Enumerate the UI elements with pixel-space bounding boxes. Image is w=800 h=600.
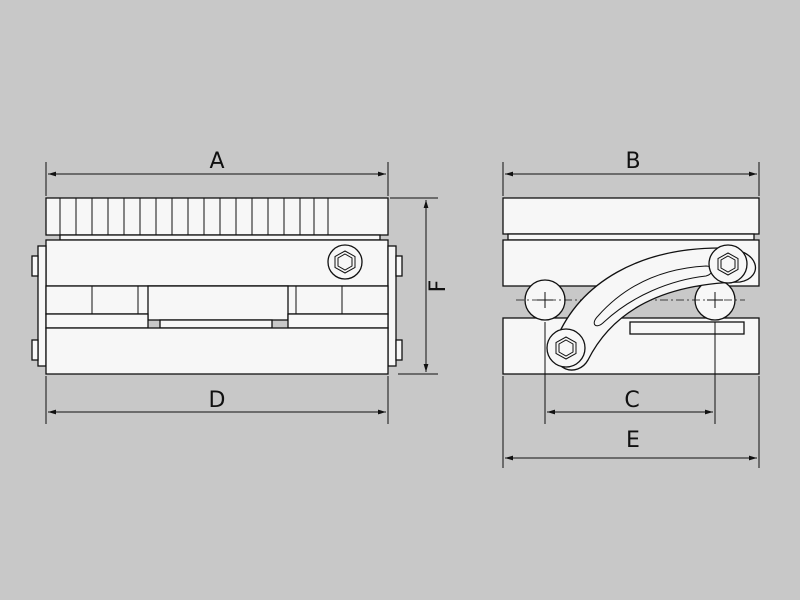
front-right-screw-head xyxy=(395,255,403,277)
dimension-f: F xyxy=(390,197,451,375)
dimension-b-label: B xyxy=(625,149,640,174)
side-top-shim xyxy=(507,233,755,241)
dimension-e-label: E xyxy=(626,428,640,453)
dimension-c-label: C xyxy=(624,388,639,413)
side-top-plate xyxy=(502,197,760,235)
front-right-screw-head-lower xyxy=(395,339,403,361)
front-right-side-plate xyxy=(387,245,397,367)
front-left-screw-head xyxy=(31,255,39,277)
hex-socket-screw-icon xyxy=(327,244,363,280)
front-left-screw-head-lower xyxy=(31,339,39,361)
front-base-block xyxy=(45,327,389,375)
dimension-a: A xyxy=(45,149,389,196)
dimension-b: B xyxy=(502,149,760,196)
side-base-pad xyxy=(629,321,745,335)
dimension-c: C xyxy=(544,322,716,424)
front-left-side-plate xyxy=(37,245,47,367)
front-view: A D F xyxy=(31,149,451,424)
dimension-f-label: F xyxy=(426,280,451,293)
dimension-e: E xyxy=(502,376,760,468)
dimension-d-label: D xyxy=(209,388,226,413)
hex-socket-screw-lower-icon xyxy=(546,328,586,368)
front-top-plate xyxy=(45,197,389,241)
dimension-a-label: A xyxy=(209,149,224,174)
curved-link-arm xyxy=(554,247,757,371)
hex-socket-screw-upper-icon xyxy=(708,244,748,284)
dimension-d: D xyxy=(45,376,389,424)
front-middle-section xyxy=(45,285,389,329)
side-view: B C E xyxy=(502,149,760,468)
